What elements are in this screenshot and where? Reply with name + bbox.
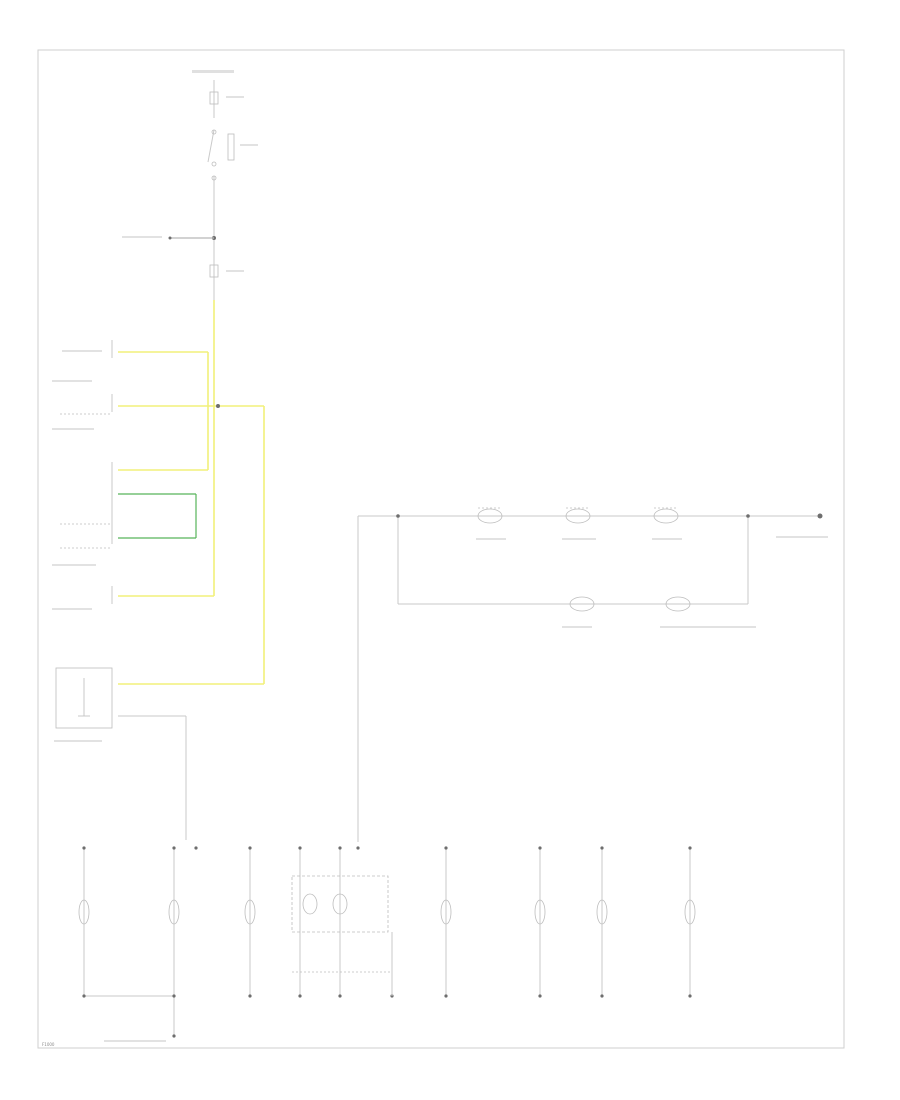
module-box xyxy=(55,667,187,840)
lamp-5 xyxy=(665,596,691,612)
lamp-4 xyxy=(569,596,595,612)
green-loop xyxy=(118,493,197,539)
device-bulb-7 xyxy=(684,899,696,925)
faint-labels xyxy=(52,70,828,1042)
yellow-bus xyxy=(118,300,265,685)
lamp-2 xyxy=(565,508,591,524)
lamp-3 xyxy=(653,508,679,524)
device-bulb-5 xyxy=(534,899,546,925)
diagram-border xyxy=(37,49,845,1049)
bottom-device-row xyxy=(78,846,696,1038)
device-bulb-2 xyxy=(168,899,180,925)
power-feed-chain xyxy=(168,80,235,300)
lamp-circuit xyxy=(357,507,823,842)
fuse-lower xyxy=(209,264,219,278)
switch-box xyxy=(227,133,235,161)
fuse-top xyxy=(209,91,219,105)
footer-code: F1000 xyxy=(42,1042,55,1047)
device-bulb-1 xyxy=(78,899,90,925)
device-bulb-6 xyxy=(596,899,608,925)
device-bulb-4 xyxy=(440,899,452,925)
left-connectors xyxy=(60,340,113,604)
lamp-1 xyxy=(477,508,503,524)
device-bulb-3 xyxy=(244,899,256,925)
cluster-box xyxy=(291,875,389,933)
